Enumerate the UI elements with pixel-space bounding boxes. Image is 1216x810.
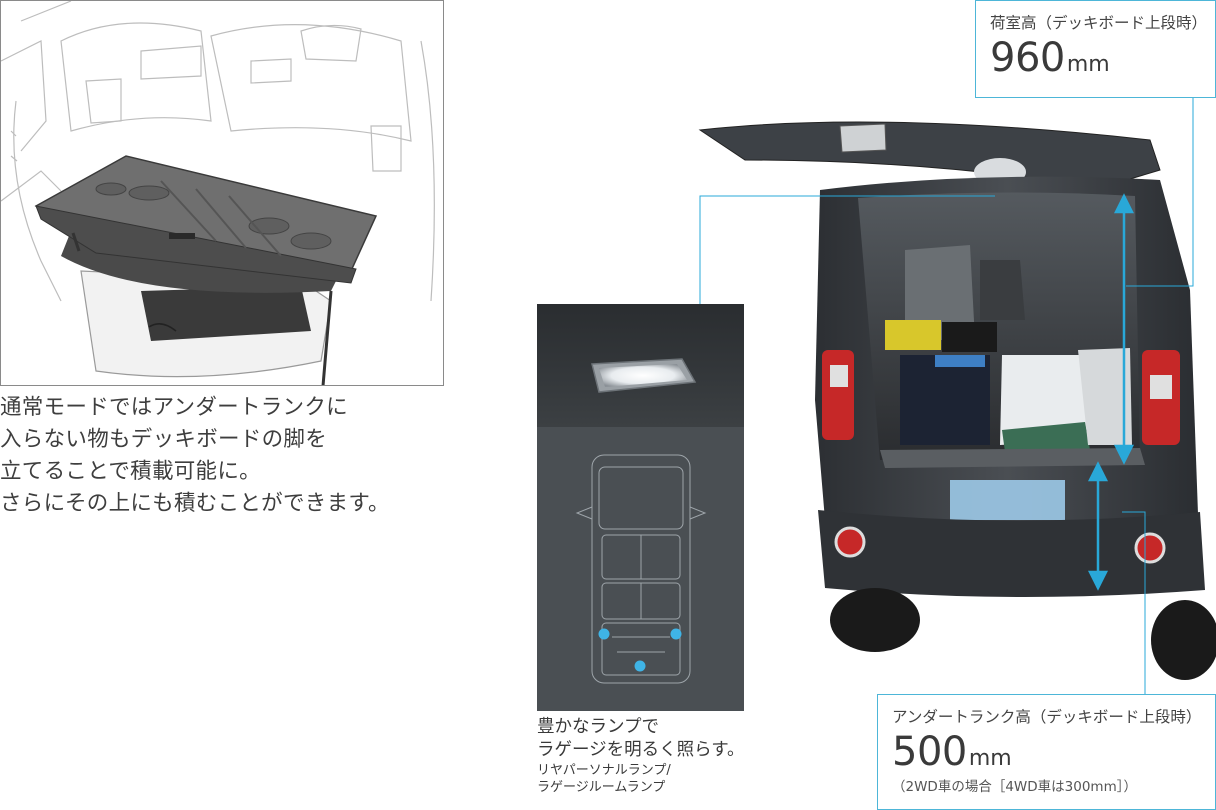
lamp-location-dots — [598, 628, 682, 672]
caption-line-2: 入らない物もデッキボードの脚を — [0, 427, 328, 452]
cargo-height-label: 荷室高（デッキボード上段時） — [990, 14, 1208, 32]
lamp-fixture-image — [591, 358, 697, 393]
under-trunk-height-number: 500 — [892, 729, 967, 775]
deck-board-caption: 通常モードではアンダートランクに 入らない物もデッキボードの脚を 立てることで積… — [0, 392, 430, 520]
deck-board-illustration — [0, 0, 444, 386]
lamp-dot-rear — [634, 660, 646, 672]
lamp-dot-right — [670, 628, 682, 640]
cargo-height-spec: 荷室高（デッキボード上段時） 960mm — [975, 0, 1216, 98]
under-trunk-height-label: アンダートランク高（デッキボード上段時） — [892, 708, 1202, 726]
vehicle-top-view — [575, 454, 707, 684]
lamp-caption-line-2: ラゲージを明るく照らす。 — [537, 740, 745, 760]
under-trunk-height-unit: mm — [968, 746, 1012, 771]
cargo-height-arrow — [1113, 193, 1135, 465]
caption-line-3: 立てることで積載可能に。 — [0, 459, 261, 484]
lamp-caption: 豊かなランプで ラゲージを明るく照らす。 リヤパーソナルランプ/ ラゲージルーム… — [537, 716, 767, 796]
caption-line-4: さらにその上にも積むことができます。 — [0, 491, 390, 516]
cargo-height-unit: mm — [1066, 52, 1110, 77]
lamp-location-diagram — [537, 427, 744, 711]
under-trunk-height-arrow — [1087, 461, 1109, 591]
car-rear-illustration — [698, 121, 1216, 680]
lamp-name-2: ラゲージルームランプ — [537, 780, 666, 795]
deck-board-line-drawing — [1, 1, 435, 385]
lamp-name-1: リヤパーソナルランプ/ — [537, 763, 671, 778]
under-trunk-height-value: 500mm — [892, 729, 1215, 775]
cargo-height-number: 960 — [990, 35, 1065, 81]
under-trunk-height-spec: アンダートランク高（デッキボード上段時） 500mm （2WD車の場合［4WD車… — [877, 694, 1216, 810]
car-rear-photo — [680, 100, 1216, 700]
caption-line-1: 通常モードではアンダートランクに — [0, 395, 348, 420]
cargo-height-value: 960mm — [990, 35, 1215, 81]
under-trunk-height-note: （2WD車の場合［4WD車は300mm］） — [892, 779, 1137, 795]
lamp-caption-line-1: 豊かなランプで — [537, 717, 659, 737]
lamp-dot-left — [598, 628, 610, 640]
room-lamp-photo — [537, 304, 744, 427]
